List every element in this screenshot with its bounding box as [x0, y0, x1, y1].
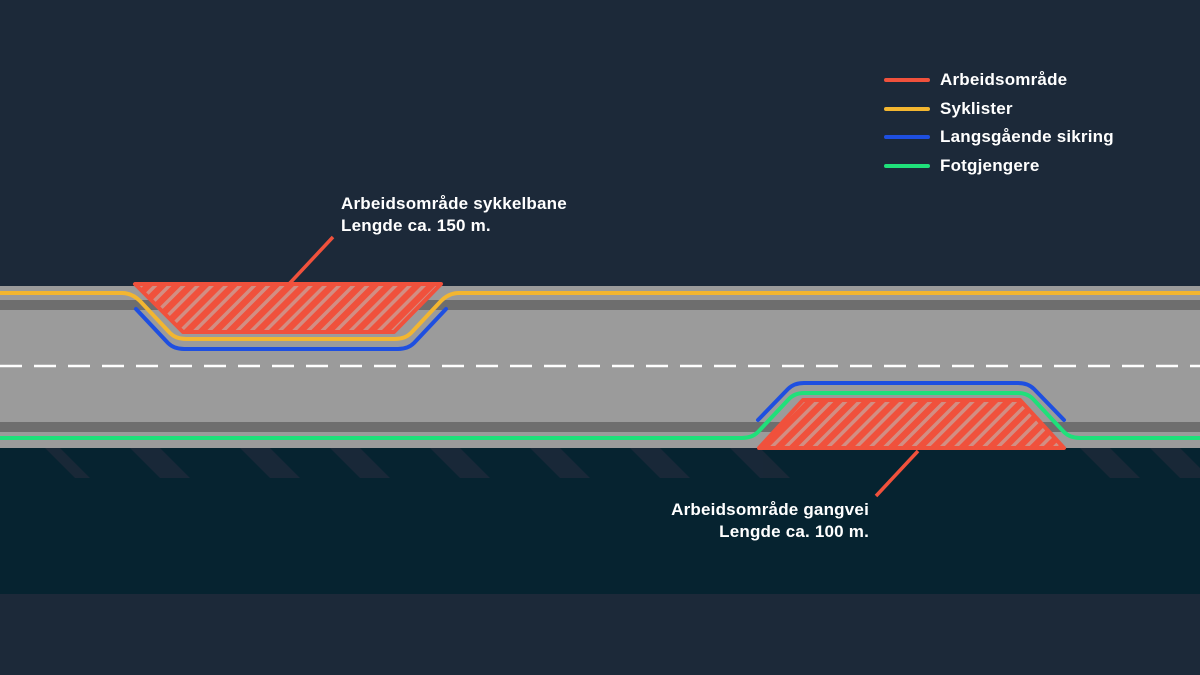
callout-leader-walkway [874, 449, 920, 498]
callout-title: Arbeidsområde sykkelbane [341, 194, 567, 213]
legend-label: Arbeidsområde [940, 70, 1068, 90]
legend-item-protection: Langsgående sikring [884, 123, 1114, 152]
verge-stripes [45, 448, 1200, 478]
legend-swatch [884, 163, 930, 168]
pedestrian-route [0, 391, 1200, 440]
protection-upper [134, 307, 448, 351]
callout-leader-bike-lane [287, 235, 335, 286]
legend-label: Langsgående sikring [940, 127, 1114, 147]
verge [0, 448, 1200, 594]
callout-length: Lengde ca. 100 m. [719, 522, 869, 541]
legend-swatch [884, 135, 930, 140]
lower-curb [0, 422, 1200, 432]
legend-swatch [884, 106, 930, 111]
legend-label: Syklister [940, 98, 1013, 118]
legend-label: Fotgjengere [940, 155, 1040, 175]
work-area-walkway [757, 398, 1066, 450]
cyclist-route [0, 291, 1200, 341]
callout-bike-lane: Arbeidsområde sykkelbane Lengde ca. 150 … [341, 193, 567, 237]
legend: Arbeidsområde Syklister Langsgående sikr… [884, 66, 1114, 180]
legend-item-cyclists: Syklister [884, 95, 1114, 124]
callout-length: Lengde ca. 150 m. [341, 216, 491, 235]
legend-swatch [884, 78, 930, 83]
legend-item-work-area: Arbeidsområde [884, 66, 1114, 95]
protection-lower [756, 381, 1066, 422]
work-area-bike-lane [133, 282, 443, 334]
callout-walkway: Arbeidsområde gangvei Lengde ca. 100 m. [671, 499, 869, 543]
upper-curb [0, 300, 1200, 310]
callout-title: Arbeidsområde gangvei [671, 500, 869, 519]
legend-item-pedestrians: Fotgjengere [884, 152, 1114, 181]
